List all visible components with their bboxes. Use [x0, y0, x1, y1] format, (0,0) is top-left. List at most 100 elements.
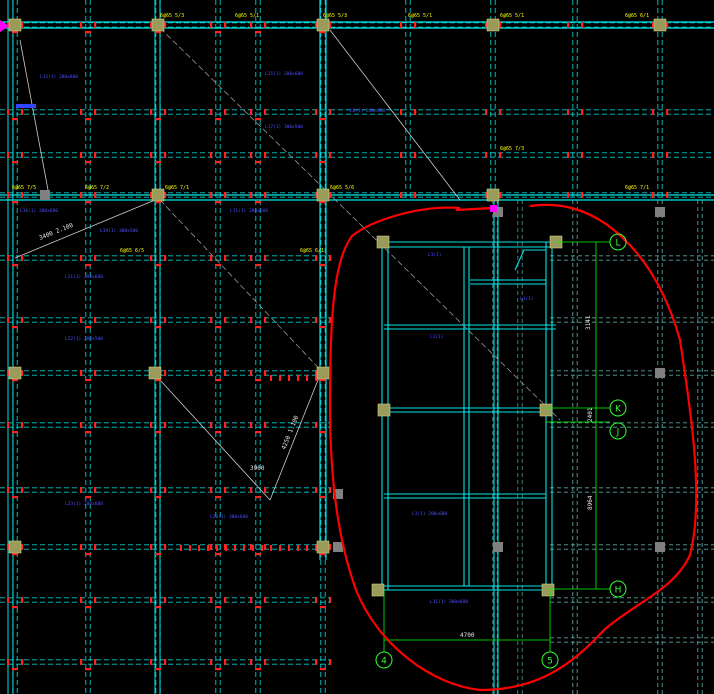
rebar-tick [210, 422, 213, 428]
beam-spec-mid: L17(1) 300x500 [265, 124, 303, 130]
rebar-tick [164, 659, 167, 665]
rebar-tick [80, 192, 83, 198]
marker-triangle-icon [0, 20, 9, 32]
rebar-tick [80, 255, 83, 261]
column-gray [655, 542, 665, 552]
column-square [371, 583, 385, 597]
column-gray [493, 542, 503, 552]
rebar-tick [250, 192, 253, 198]
rebar-tick [264, 370, 267, 376]
rebar-tick [210, 659, 213, 665]
rebar-tick [329, 544, 332, 550]
beam-tag-row2: 6@65 5/6 [330, 185, 354, 191]
rebar-tick [315, 422, 318, 428]
rebar-tick [250, 659, 253, 665]
diagonal-line [159, 379, 271, 501]
rebar-tick [80, 597, 83, 603]
rebar-tick [150, 152, 153, 158]
rebar-tick [652, 22, 655, 28]
rebar-tick [215, 553, 221, 556]
diagonal-line [159, 199, 331, 381]
beam-spec-right: L1(1) [520, 296, 534, 302]
rebar-tick [315, 317, 318, 323]
rebar-tick [320, 431, 326, 434]
rebar-tick [306, 545, 308, 551]
rebar-tick [80, 109, 83, 115]
rebar-tick [414, 152, 417, 158]
rebar-tick [85, 496, 91, 499]
column-gray [655, 368, 665, 378]
rebar-tick [320, 201, 326, 204]
rebar-tick [264, 192, 267, 198]
rebar-tick [7, 422, 10, 428]
rebar-tick [320, 31, 326, 34]
rebar-tick [215, 264, 221, 267]
rebar-tick [250, 370, 253, 376]
dimension-text: 3141 [585, 315, 592, 330]
diagonal-line [159, 27, 561, 421]
rebar-tick [215, 379, 221, 382]
rebar-tick [264, 255, 267, 261]
rebar-tick [180, 545, 182, 551]
rebar-tick [21, 422, 24, 428]
rebar-tick [264, 22, 267, 28]
rebar-tick [215, 161, 221, 164]
rebar-tick [250, 597, 253, 603]
rebar-tick [215, 201, 221, 204]
column-square [8, 18, 22, 32]
rebar-tick [320, 161, 326, 164]
rebar-tick [224, 370, 227, 376]
axis-bubble-H: H [609, 580, 627, 598]
rebar-tick [320, 118, 326, 121]
beam-spec-mid: L11(1) 200x500 [230, 208, 268, 214]
rebar-tick [279, 545, 281, 551]
rebar-tick [224, 152, 227, 158]
rebar-tick [224, 109, 227, 115]
column-square [376, 235, 390, 249]
rebar-tick [7, 152, 10, 158]
rebar-tick [666, 109, 669, 115]
beam-tag-top: 6@65 5/3 [160, 13, 184, 19]
rebar-tick [315, 375, 317, 381]
rebar-tick [94, 109, 97, 115]
column-gray [333, 489, 343, 499]
rebar-tick [12, 496, 18, 499]
rebar-tick [85, 379, 91, 382]
rebar-tick [320, 326, 326, 329]
rebar-tick [21, 109, 24, 115]
rebar-tick [7, 317, 10, 323]
svg-text:J: J [616, 428, 620, 438]
rebar-tick [315, 487, 318, 493]
rebar-tick [297, 545, 299, 551]
rebar-tick [189, 545, 191, 551]
grid-axis-lines [383, 241, 610, 652]
rebar-tick [21, 22, 24, 28]
rebar-tick [210, 370, 213, 376]
rebar-tick [315, 659, 318, 665]
rebar-tick [315, 109, 318, 115]
rebar-tick [255, 264, 261, 267]
column-square [148, 366, 162, 380]
blue-marker-icon [16, 104, 36, 108]
rebar-tick [21, 597, 24, 603]
rebar-tick [234, 545, 236, 551]
rebar-tick [485, 192, 488, 198]
rebar-tick [297, 375, 299, 381]
beam-tag-row3: 6@65 6/1 [300, 248, 324, 254]
beam-spec-left: L21(1) 200x600 [65, 274, 103, 280]
rebar-tick [12, 668, 18, 671]
rebar-tick [7, 370, 10, 376]
rebar-tick [94, 487, 97, 493]
axis-bubble-L: L [609, 233, 627, 251]
rebar-tick [567, 192, 570, 198]
dimension-text: 8964 [587, 495, 594, 510]
rebar-tick [85, 161, 91, 164]
rebar-tick [315, 597, 318, 603]
rebar-tick [80, 22, 83, 28]
rebar-tick [155, 161, 161, 164]
rebar-tick [250, 109, 253, 115]
rebar-tick [652, 109, 655, 115]
rebar-tick [85, 201, 91, 204]
rebar-tick [150, 544, 153, 550]
rebar-tick [150, 109, 153, 115]
